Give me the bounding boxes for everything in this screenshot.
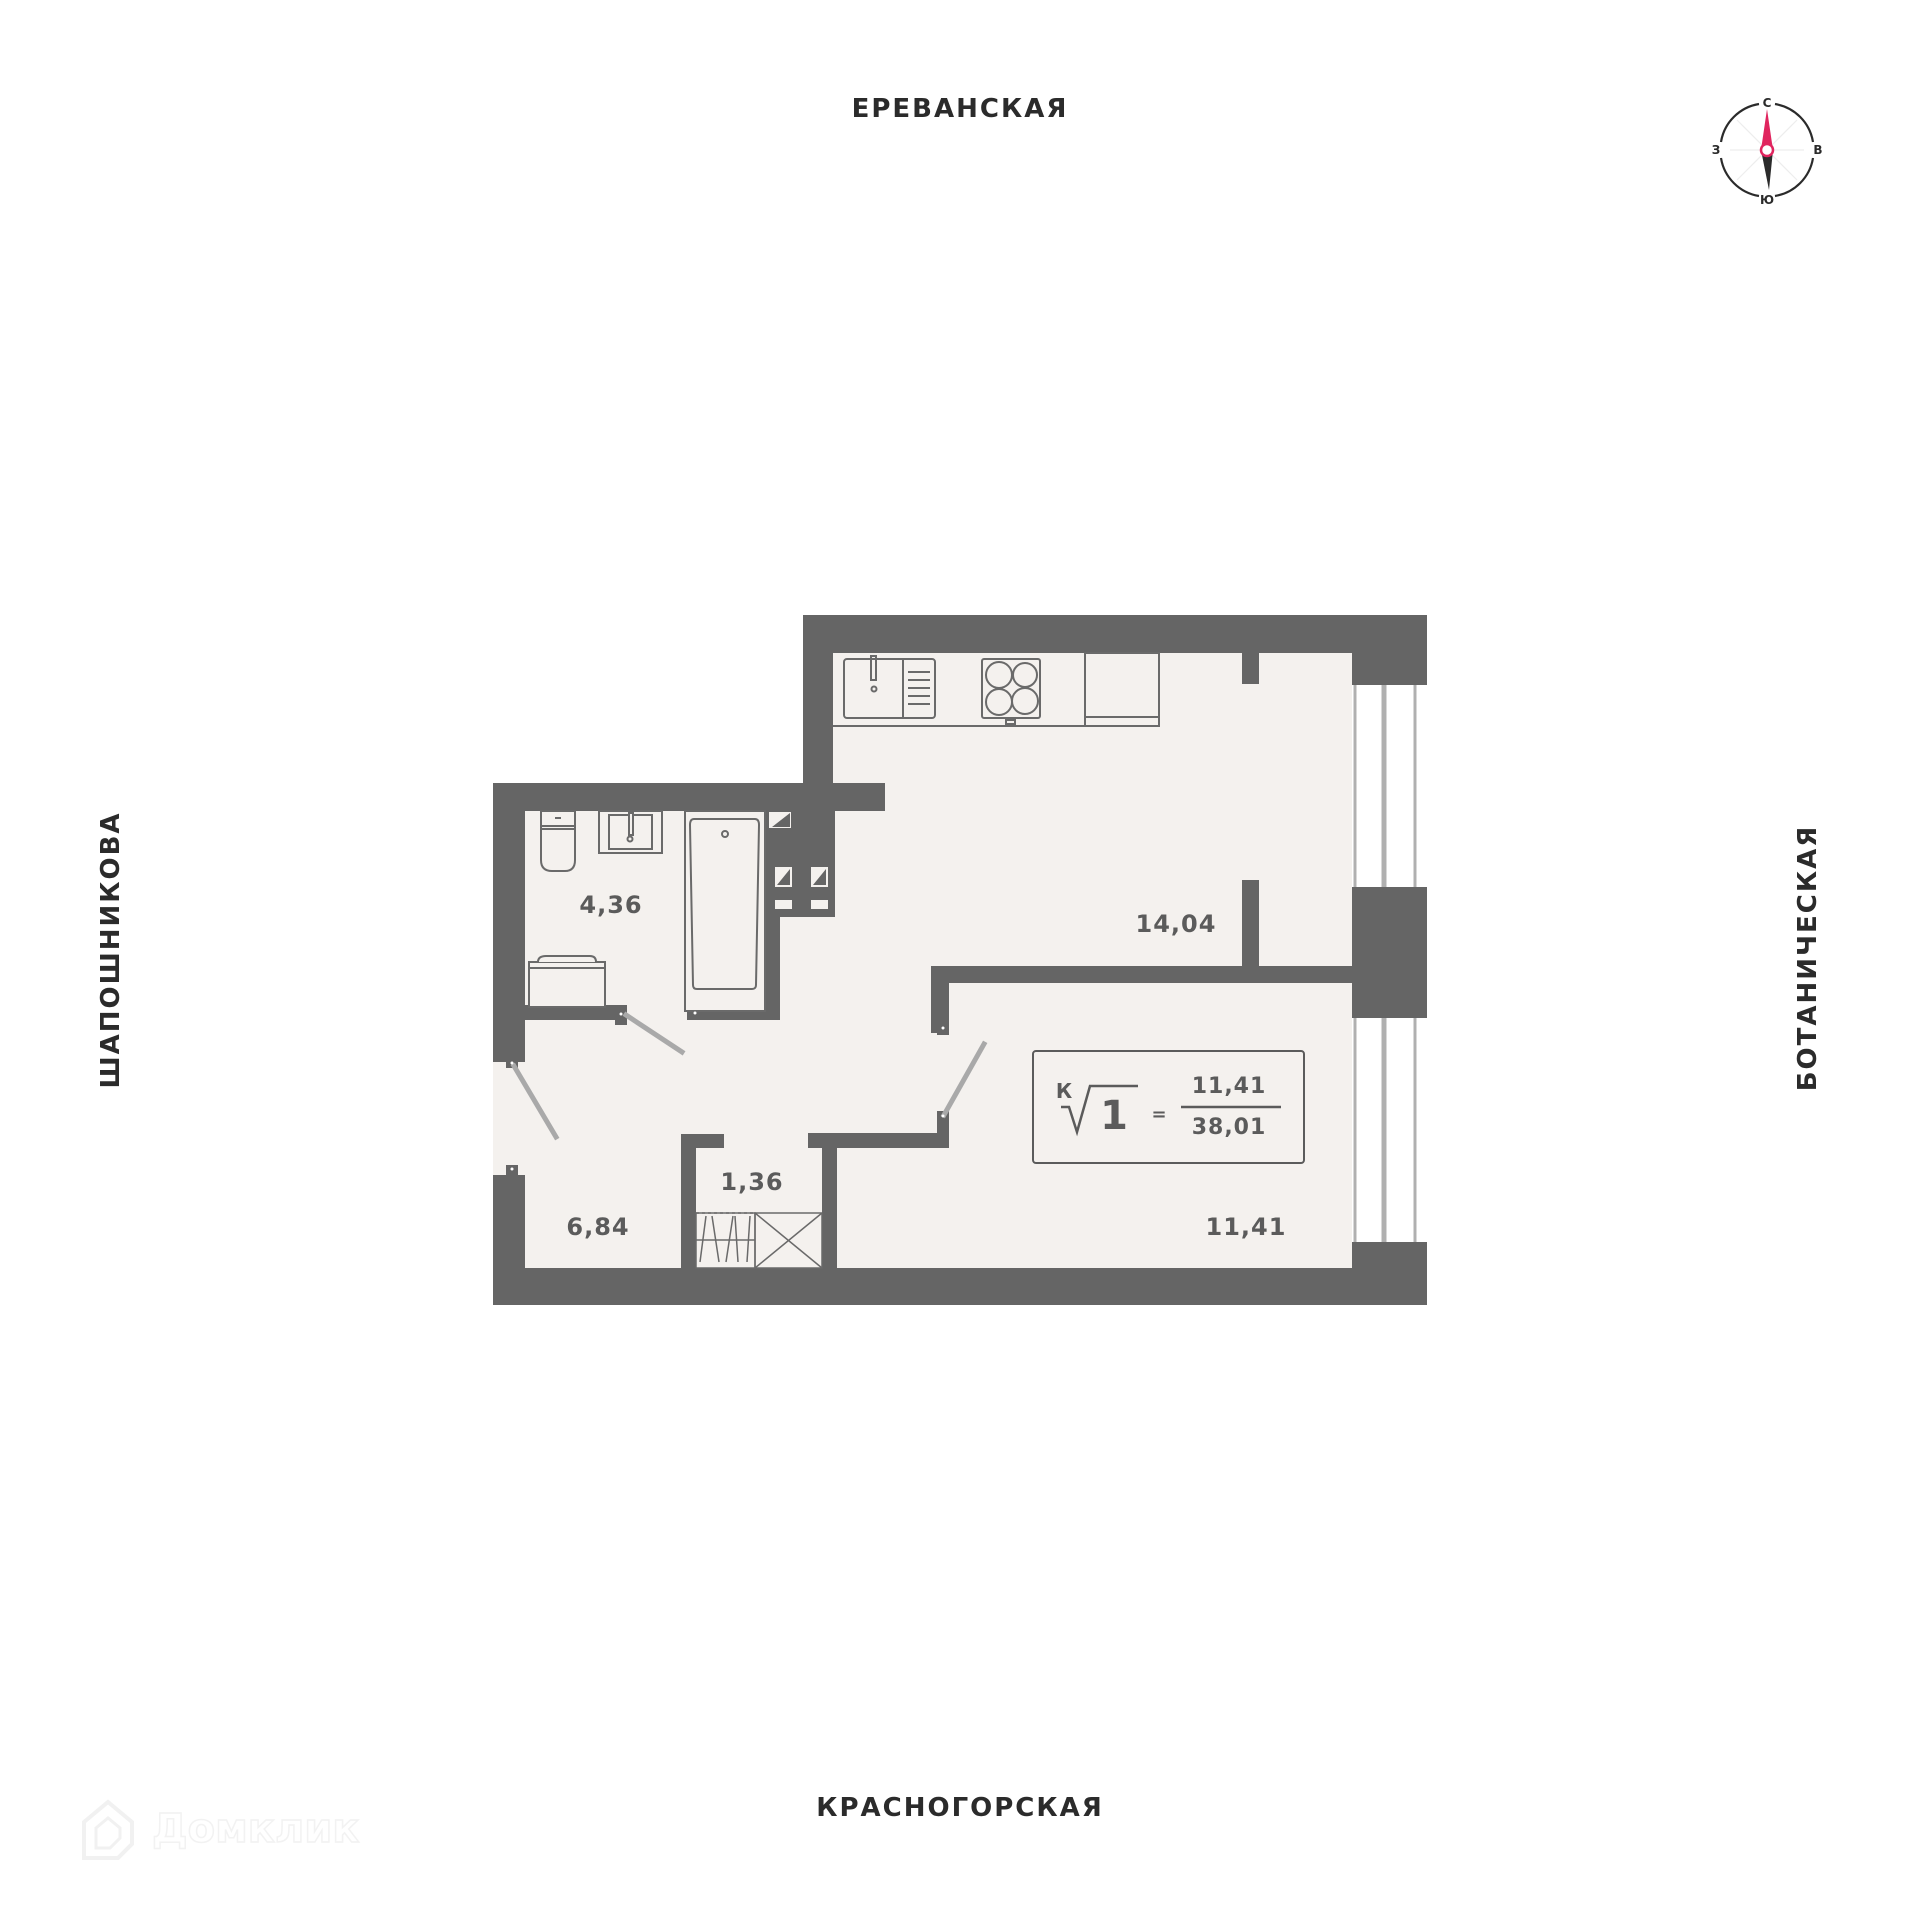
bedroom-door	[940, 1040, 988, 1119]
sink-icon	[843, 655, 936, 719]
kitchen-area-label: 14,04	[1136, 910, 1217, 938]
bathtub-icon	[684, 810, 766, 1012]
entrance-door	[510, 1062, 560, 1141]
washbasin-icon	[598, 810, 663, 854]
toilet-icon	[540, 810, 576, 872]
compass-west-label: З	[1712, 143, 1720, 157]
compass-icon: С Ю З В	[1712, 96, 1822, 205]
bathroom-door	[622, 1011, 686, 1056]
street-label-south: КРАСНОГОРСКАЯ	[816, 1793, 1104, 1823]
washing-machine-icon	[528, 955, 606, 1008]
watermark: Домклик	[78, 1798, 360, 1860]
closet-area-label: 1,36	[720, 1168, 783, 1196]
badge-rooms-count: 1	[1100, 1093, 1128, 1139]
domclick-logo-icon	[82, 1799, 134, 1860]
hallway-area-label: 6,84	[566, 1213, 629, 1241]
ventilation-shafts	[767, 810, 828, 909]
compass-north-label: С	[1763, 96, 1772, 110]
badge-prefix: К	[1056, 1079, 1073, 1103]
stove-icon	[981, 658, 1041, 725]
fridge-icon	[1084, 652, 1160, 727]
compass-needle-north	[1761, 109, 1773, 150]
compass-south-label: Ю	[1760, 193, 1774, 205]
watermark-text: Домклик	[151, 1805, 360, 1853]
summary-badge: К 1 = 11,41 38,01	[1032, 1050, 1305, 1164]
kitchen-counter	[833, 652, 1160, 727]
bathroom-fixtures	[528, 810, 766, 1012]
bathroom-area-label: 4,36	[579, 891, 642, 919]
bedroom-area-label: 11,41	[1206, 1213, 1287, 1241]
badge-equals: =	[1151, 1104, 1166, 1125]
door-leaves	[510, 1011, 988, 1141]
compass-east-label: В	[1813, 143, 1822, 157]
badge-living-area: 11,41	[1192, 1074, 1267, 1099]
floor	[493, 653, 1352, 1268]
walls	[493, 615, 1427, 1305]
compass-needle-south	[1761, 150, 1773, 190]
street-label-north: ЕРЕВАНСКАЯ	[851, 94, 1069, 124]
closet-fixtures	[695, 1212, 823, 1269]
badge-total-area: 38,01	[1192, 1115, 1267, 1140]
windows	[1352, 685, 1427, 1242]
